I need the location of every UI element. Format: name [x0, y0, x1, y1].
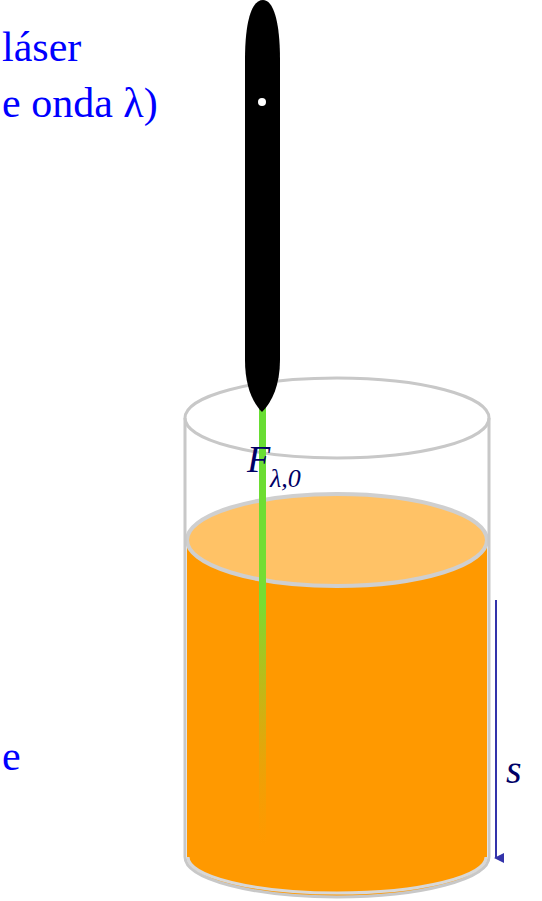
medium-label: e	[2, 735, 21, 777]
beaker-rim	[185, 378, 489, 458]
liquid-surface	[187, 494, 487, 586]
flux-symbol: F	[247, 440, 270, 478]
liquid	[187, 540, 487, 897]
wavelength-label: e onda λ)	[2, 82, 158, 124]
device-label: láser	[2, 26, 81, 68]
flux-subscript: λ,0	[270, 466, 301, 492]
laser-button	[258, 98, 266, 106]
depth-arrow	[495, 600, 497, 858]
depth-symbol: s	[506, 750, 522, 790]
laser-pointer	[245, 0, 280, 412]
beaker-bottom	[188, 857, 486, 893]
beaker-wall	[185, 418, 489, 897]
